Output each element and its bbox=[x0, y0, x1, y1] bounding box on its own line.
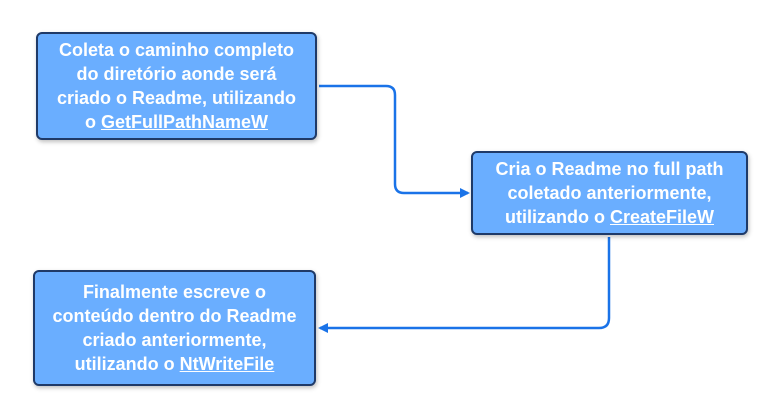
getfullpathnamew-link[interactable]: GetFullPathNameW bbox=[100, 112, 268, 132]
node-line: Finalmente escreve o bbox=[82, 282, 267, 302]
step-create-readme-box: Cria o Readme no full path coletado ante… bbox=[471, 151, 748, 235]
step-collect-path-box: Coleta o caminho completo do diretório a… bbox=[36, 32, 317, 140]
node-line: coletado anteriormente, bbox=[507, 183, 712, 203]
node-last-line: utilizando o NtWriteFile bbox=[52, 352, 296, 376]
connector-2-to-3 bbox=[318, 237, 611, 333]
node-prefix: o bbox=[84, 112, 101, 132]
node-line: criado o Readme, utilizando bbox=[56, 88, 297, 108]
connector-1-to-2 bbox=[319, 84, 470, 198]
node-last-line: utilizando o CreateFileW bbox=[495, 205, 723, 229]
node-last-line: o GetFullPathNameW bbox=[57, 110, 296, 134]
step-write-content-text: Finalmente escreve o conteúdo dentro do … bbox=[52, 280, 296, 376]
step-write-content-box: Finalmente escreve o conteúdo dentro do … bbox=[33, 270, 316, 386]
node-line: do diretório aonde será bbox=[76, 64, 277, 84]
node-prefix: utilizando o bbox=[74, 354, 180, 374]
node-line: Cria o Readme no full path bbox=[495, 159, 724, 179]
node-line: conteúdo dentro do Readme bbox=[52, 306, 297, 326]
createfilew-link[interactable]: CreateFileW bbox=[609, 207, 715, 227]
ntwritefile-link[interactable]: NtWriteFile bbox=[179, 354, 275, 374]
node-line: Coleta o caminho completo bbox=[58, 40, 294, 60]
step-collect-path-text: Coleta o caminho completo do diretório a… bbox=[57, 38, 296, 134]
node-prefix: utilizando o bbox=[504, 207, 610, 227]
node-line: criado anteriormente, bbox=[82, 330, 267, 350]
step-create-readme-text: Cria o Readme no full path coletado ante… bbox=[495, 157, 723, 229]
